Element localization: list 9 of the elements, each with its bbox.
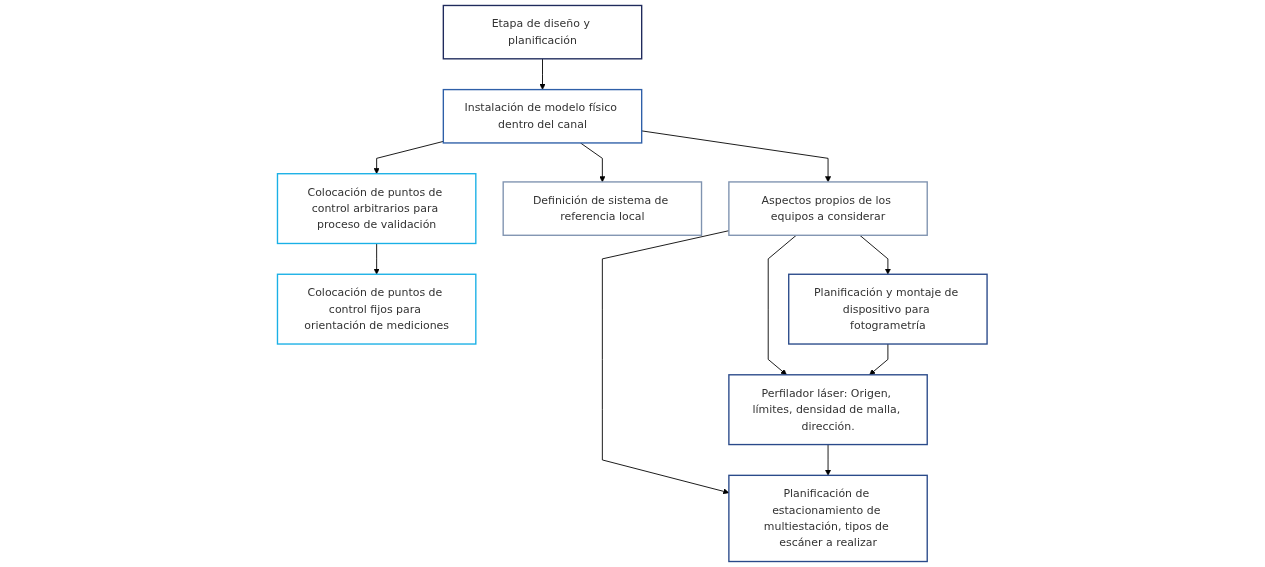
node-box: Perfilador láser: Origen, límites, densidad de malla, dirección. xyxy=(728,374,929,446)
node-box: Aspectos propios de los equipos a considerar xyxy=(728,181,929,236)
node-box: Instalación de modelo físico dentro del canal xyxy=(442,88,643,144)
node-box: Colocación de puntos de control fijos para orientación de mediciones xyxy=(277,273,477,345)
node-box: Planificación y montaje de dispositivo para fotogrametría xyxy=(788,273,988,345)
node-box: Colocación de puntos de control arbitrarios para proceso de validación xyxy=(277,173,477,245)
node-box: Planificación de estacionamiento de multiestación, tipos de escáner a realizar xyxy=(728,474,929,563)
node-box: Etapa de diseño y planificación xyxy=(442,4,643,60)
node-box: Definición de sistema de referencia local xyxy=(502,181,703,236)
